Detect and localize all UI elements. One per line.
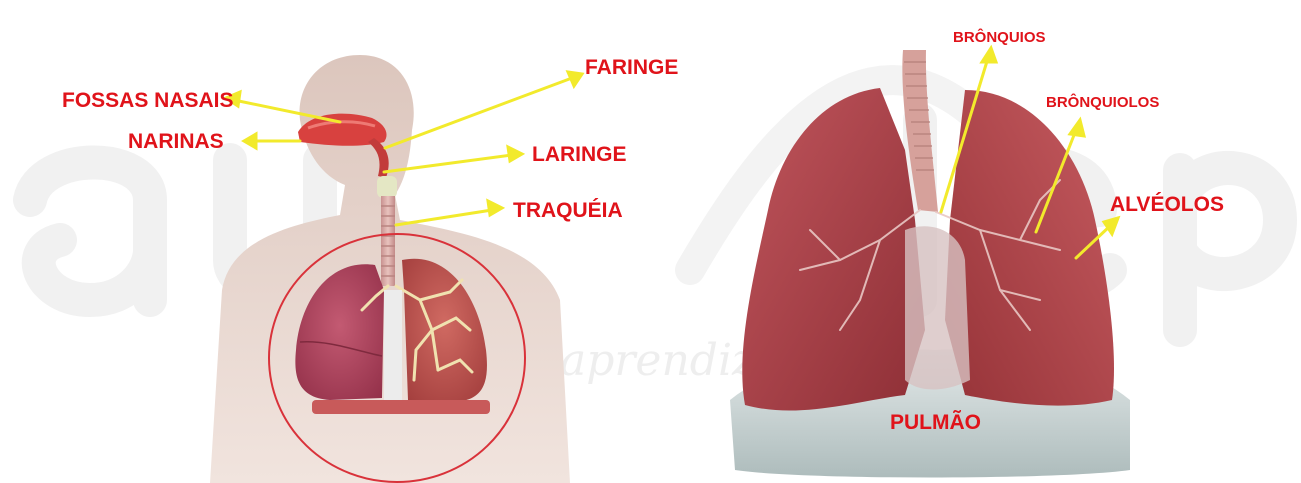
trachea bbox=[381, 196, 395, 286]
larynx bbox=[377, 176, 397, 198]
heart-shadow bbox=[905, 226, 970, 389]
label-faringe: FARINGE bbox=[585, 57, 678, 78]
label-laringe: LARINGE bbox=[532, 144, 627, 165]
label-pulmao: PULMÃO bbox=[890, 412, 981, 433]
label-bronquios: BRÔNQUIOS bbox=[953, 30, 1046, 45]
big-left-lung bbox=[742, 88, 925, 410]
label-narinas: NARINAS bbox=[128, 131, 224, 152]
diaphragm bbox=[312, 400, 490, 414]
label-bronquiolos: BRÔNQUIOLOS bbox=[1046, 95, 1159, 110]
label-traqueia: TRAQUÉIA bbox=[513, 200, 623, 221]
label-alveolos: ALVÉOLOS bbox=[1110, 194, 1224, 215]
label-fossas-nasais: FOSSAS NASAIS bbox=[62, 90, 234, 111]
